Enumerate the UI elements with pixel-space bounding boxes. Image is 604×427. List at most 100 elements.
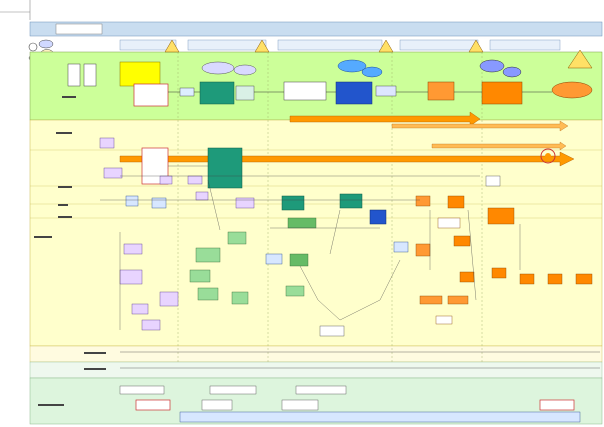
- launch-box: [539, 399, 575, 411]
- purple-box: [131, 303, 149, 315]
- blue-box: [125, 195, 139, 207]
- teal-block: [207, 147, 243, 189]
- blue-box: [265, 253, 283, 265]
- launch-box: [119, 385, 165, 395]
- input-box: [67, 63, 81, 87]
- cloud-shape: [479, 59, 505, 73]
- purple-box: [141, 319, 161, 331]
- lower-cluster: [119, 231, 593, 337]
- purple-box: [187, 175, 203, 185]
- orange-box: [447, 295, 469, 305]
- process-box: [283, 81, 327, 101]
- concept-blocks: [67, 61, 593, 107]
- phase-headers: [119, 39, 561, 51]
- orange-box: [415, 195, 431, 207]
- gate-markers: [164, 39, 593, 69]
- cloud-shape: [361, 66, 383, 78]
- lane-label-markers: [34, 96, 106, 406]
- orange-box: [447, 195, 465, 209]
- highlight-box: [119, 61, 161, 87]
- logo-ellipse: [38, 39, 54, 49]
- logo-circle: [28, 42, 38, 52]
- cloud-shape: [337, 59, 367, 73]
- process-box: [375, 85, 397, 97]
- purple-box: [195, 191, 209, 201]
- orange-box: [419, 295, 443, 305]
- process-box: [235, 85, 255, 101]
- band-development: [29, 119, 603, 347]
- input-box: [83, 63, 97, 87]
- process-box: [179, 87, 195, 97]
- green-box: [289, 253, 309, 267]
- orange-arrow: [289, 111, 481, 127]
- cloud-shape: [201, 61, 235, 75]
- green-box: [227, 231, 247, 245]
- requirement-box: [133, 83, 169, 107]
- green-box: [287, 217, 317, 229]
- orange-arrow: [391, 120, 569, 132]
- blue-block: [335, 81, 373, 105]
- purple-box: [99, 137, 115, 149]
- orange-box: [491, 267, 507, 279]
- green-box: [189, 269, 211, 283]
- purple-box: [159, 291, 179, 307]
- orange-arrow: [119, 151, 575, 167]
- orange-block: [427, 81, 455, 101]
- gate-triangle: [378, 39, 394, 53]
- milestone-arrows: [119, 111, 575, 167]
- teal-block: [339, 193, 363, 209]
- launch-summary-bar: [179, 411, 581, 423]
- band-testing: [29, 345, 603, 363]
- green-box: [231, 291, 249, 305]
- process-box: [435, 315, 453, 325]
- purple-box: [103, 167, 123, 179]
- launch-box: [209, 385, 257, 395]
- orange-box: [547, 273, 563, 285]
- gate-triangle: [254, 39, 270, 53]
- purple-box: [123, 243, 143, 255]
- phase-cell-4: [399, 39, 479, 51]
- timeline-lines: [120, 351, 600, 369]
- launch-box: [201, 399, 233, 411]
- green-box: [197, 287, 219, 301]
- final-gate-triangle: [567, 49, 593, 69]
- terminal-ellipse: [551, 81, 593, 99]
- blue-box: [393, 241, 409, 253]
- purple-box: [235, 197, 255, 209]
- band-pilot: [29, 361, 603, 379]
- orange-box: [415, 243, 431, 257]
- blue-box: [151, 197, 167, 209]
- launch-box: [281, 399, 319, 411]
- process-box: [319, 325, 345, 337]
- gate-triangle: [468, 39, 484, 53]
- orange-box: [487, 207, 515, 225]
- orange-box: [453, 235, 471, 247]
- blue-block: [369, 209, 387, 225]
- orange-arrow: [431, 141, 567, 151]
- header-bar: [29, 21, 603, 37]
- teal-block: [281, 195, 305, 211]
- purple-box: [119, 269, 143, 285]
- green-box: [285, 285, 305, 297]
- teal-block: [199, 81, 235, 105]
- process-box: [485, 175, 501, 187]
- purple-box: [159, 175, 173, 185]
- phase-cell-1: [119, 39, 177, 51]
- launch-box: [295, 385, 347, 395]
- orange-block: [481, 81, 523, 105]
- development-connectors: [100, 165, 521, 330]
- legend-box: [55, 23, 103, 35]
- development-blocks: [99, 137, 515, 229]
- cycle-icon: [540, 148, 556, 164]
- cloud-shape: [502, 66, 522, 78]
- green-box: [195, 247, 221, 263]
- launch-blocks: [119, 385, 581, 423]
- orange-box: [575, 273, 593, 285]
- phase-cell-3: [277, 39, 383, 51]
- phase-cell-2: [187, 39, 267, 51]
- phase-cell-5: [489, 39, 561, 51]
- orange-box: [459, 271, 475, 283]
- gate-triangle: [164, 39, 180, 53]
- cloud-shapes: [201, 59, 522, 78]
